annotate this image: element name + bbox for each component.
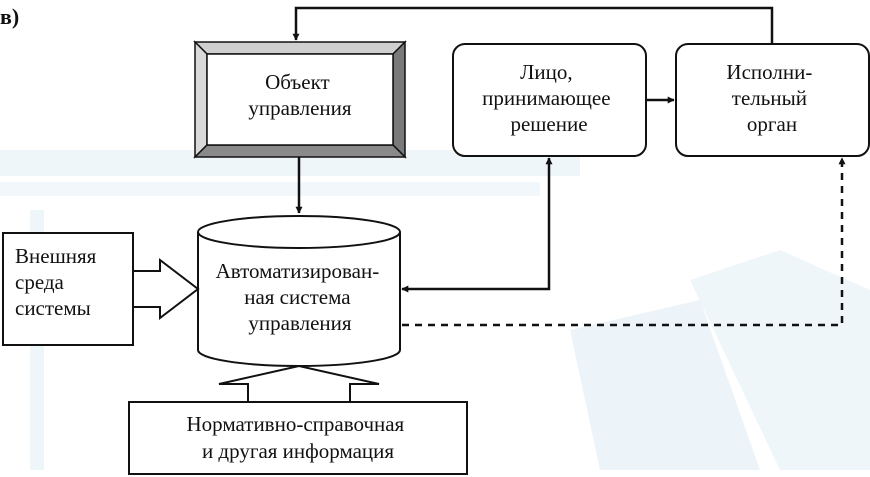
reference-info-line-2: и другая информация	[202, 439, 394, 463]
control-object-line-1: Объект	[265, 70, 330, 94]
decision-maker-line-3: решение	[510, 112, 587, 136]
environment-line-1: Внешняя	[15, 244, 97, 268]
environment-line-2: среда	[15, 270, 65, 294]
decision-maker-node: Лицо, принимающее решение	[452, 43, 647, 157]
acs-label: Автоматизирован- ная система управления	[216, 259, 385, 335]
environment-node: Внешняя среда системы	[2, 232, 134, 346]
acs-cylinder-node: Автоматизирован- ная система управления	[197, 215, 401, 367]
bevel-top	[193, 41, 407, 55]
executive-body-line-3: орган	[747, 112, 797, 136]
control-object-face	[206, 53, 394, 146]
decision-maker-line-2: принимающее	[482, 86, 610, 110]
acs-decision-bidirectional-arrow	[401, 157, 553, 293]
environment-line-3: системы	[15, 296, 91, 320]
decision-maker-line-1: Лицо,	[520, 60, 572, 84]
acs-cylinder-top	[197, 215, 401, 249]
control-object-label: Объект управления	[248, 70, 351, 120]
bevel-bottom	[193, 144, 407, 158]
decision-maker-label: Лицо, принимающее решение	[482, 60, 616, 136]
acs-to-executive-dashed-arrow	[402, 157, 846, 327]
executive-body-line-2: тельный	[732, 86, 807, 110]
executive-body-line-1: Исполни-	[726, 60, 812, 84]
control-object-node: Объект управления	[193, 40, 407, 159]
bevel-right	[392, 40, 406, 159]
reference-info-node: Нормативно-справочная и другая информаци…	[128, 364, 468, 475]
reference-info-label: Нормативно-справочная и другая информаци…	[187, 412, 410, 463]
executive-body-label: Исполни- тельный орган	[726, 60, 817, 136]
reference-info-line-1: Нормативно-справочная	[187, 412, 405, 436]
control-object-line-2: управления	[248, 96, 351, 120]
environment-to-acs-arrow	[132, 257, 200, 321]
executive-body-node: Исполни- тельный орган	[675, 43, 870, 157]
environment-box	[2, 232, 134, 346]
acs-line-2: ная система	[244, 285, 351, 309]
reference-info-box	[128, 401, 468, 475]
bevel-left	[194, 40, 208, 159]
reference-info-connector	[218, 364, 380, 403]
panel-label: в)	[0, 4, 19, 29]
acs-line-3: управления	[248, 311, 351, 335]
executive-to-object-feedback-arrow	[292, 6, 774, 44]
acs-line-1: Автоматизирован-	[216, 259, 380, 283]
environment-label: Внешняя среда системы	[15, 244, 102, 320]
